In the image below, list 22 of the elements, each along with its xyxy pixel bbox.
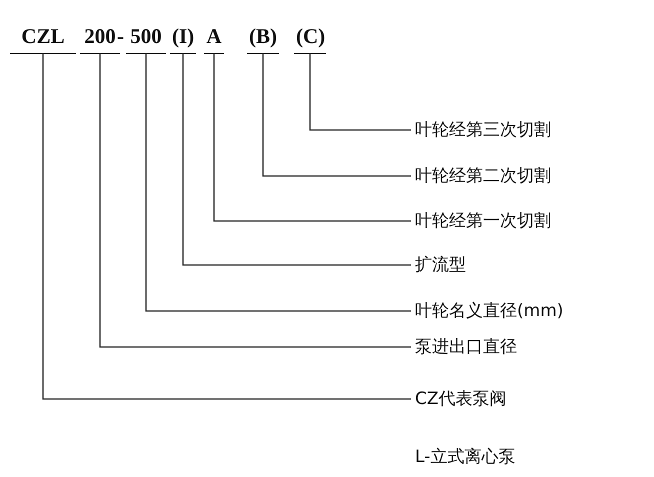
leader-line xyxy=(309,54,411,131)
leader-line xyxy=(262,54,411,177)
leader-line xyxy=(145,54,411,312)
leader-line xyxy=(213,54,411,222)
note-text: L-立式离心泵 xyxy=(415,446,516,468)
hyphen-text: - xyxy=(117,24,124,49)
code-meaning-text: 叶轮经第一次切割 xyxy=(415,210,551,232)
leader-line xyxy=(182,54,411,266)
model-code-segment: (I) xyxy=(170,24,196,54)
code-meaning-text: 叶轮经第三次切割 xyxy=(415,119,551,141)
code-meaning-text: 叶轮经第二次切割 xyxy=(415,165,551,187)
leader-line xyxy=(42,54,411,400)
code-meaning-text: 泵进出口直径 xyxy=(415,336,517,358)
model-code-segment: CZL xyxy=(10,24,76,54)
code-meaning-text: 扩流型 xyxy=(415,254,466,276)
code-meaning-text: 叶轮名义直径(mm) xyxy=(415,300,564,322)
model-code-segment: A xyxy=(204,24,224,54)
code-meaning-text: CZ代表泵阀 xyxy=(415,388,507,410)
leader-line xyxy=(99,54,411,348)
model-code-segment: (C) xyxy=(294,24,326,54)
model-code-segment: (B) xyxy=(247,24,279,54)
model-code-segment: 500 xyxy=(126,24,166,54)
